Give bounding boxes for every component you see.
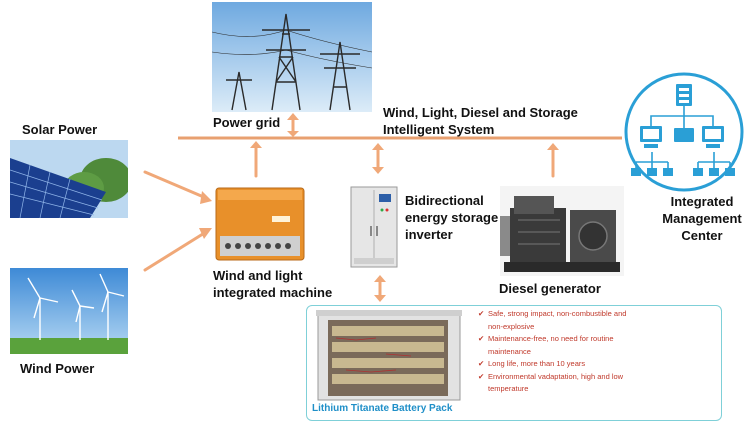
wind-light-label-line2: integrated machine xyxy=(213,285,333,300)
diesel-generator-image xyxy=(500,186,624,276)
management-center-icon xyxy=(624,72,744,192)
wind-turbine-image xyxy=(10,268,128,354)
solar-arrow-head xyxy=(200,191,212,204)
machine-arrow-head xyxy=(250,141,262,148)
battery-feature-list: ✔Safe, strong impact, non-combustible an… xyxy=(478,308,713,396)
management-label-line3: Center xyxy=(681,228,723,243)
battery-feature-item: temperature xyxy=(478,383,713,396)
inverter-cabinet-image xyxy=(350,186,398,268)
battery-arrow-down xyxy=(374,295,386,302)
management-label-line1: Integrated xyxy=(670,194,734,209)
battery-feature-text: non-explosive xyxy=(488,321,535,331)
solar-power-label: Solar Power xyxy=(22,122,98,137)
battery-pack-image xyxy=(316,310,462,401)
management-label-line2: Management xyxy=(662,211,742,226)
power-grid-label: Power grid xyxy=(213,115,281,130)
solar-arrow-shaft xyxy=(143,170,208,200)
check-icon: ✔ xyxy=(478,371,485,381)
integrated-machine-image xyxy=(215,187,305,261)
diesel-arrow-head xyxy=(547,143,559,150)
wind-arrow-shaft xyxy=(143,230,208,272)
diesel-generator-label: Diesel generator xyxy=(499,281,601,296)
power-grid-image xyxy=(212,2,372,112)
battery-feature-text: temperature xyxy=(488,384,529,393)
check-icon: ✔ xyxy=(478,334,485,343)
battery-feature-item: ✔Long life, more than 10 years xyxy=(478,358,713,371)
battery-feature-text: Maintenance-free, no need for routine xyxy=(488,334,614,343)
battery-pack-label: Lithium Titanate Battery Pack xyxy=(312,403,453,414)
system-title-line2: Intelligent System xyxy=(383,122,495,137)
battery-feature-item: ✔Safe, strong impact, non-combustible an… xyxy=(478,308,713,321)
battery-feature-item: ✔Maintenance-free, no need for routine xyxy=(478,333,713,346)
system-title-line1: Wind, Light, Diesel and Storage xyxy=(383,105,578,120)
battery-feature-item: maintenance xyxy=(478,346,713,359)
grid-arrow-up xyxy=(287,113,299,120)
inverter-label-line3: inverter xyxy=(405,227,453,242)
inverter-arrow-up xyxy=(372,143,384,150)
battery-feature-item: ✔Environmental vadaptation, high and low xyxy=(478,371,713,384)
battery-feature-text: Long life, more than 10 years xyxy=(488,359,586,368)
solar-panel-image xyxy=(10,140,128,218)
wind-light-label-line1: Wind and light xyxy=(213,268,303,283)
battery-feature-text: maintenance xyxy=(488,346,531,356)
inverter-label-line1: Bidirectional xyxy=(405,193,484,208)
battery-arrow-up xyxy=(374,275,386,282)
check-icon: ✔ xyxy=(478,359,485,368)
battery-feature-text: Safe, strong impact, non-combustible and xyxy=(488,309,627,318)
check-icon: ✔ xyxy=(478,309,485,318)
battery-feature-text: Environmental vadaptation, high and low xyxy=(488,371,624,381)
inverter-label-line2: energy storage xyxy=(405,210,499,225)
inverter-arrow-down xyxy=(372,167,384,174)
grid-arrow-down xyxy=(287,131,299,137)
wind-power-label: Wind Power xyxy=(20,361,95,376)
battery-feature-item: non-explosive xyxy=(478,321,713,334)
wind-arrow-head xyxy=(199,228,212,239)
